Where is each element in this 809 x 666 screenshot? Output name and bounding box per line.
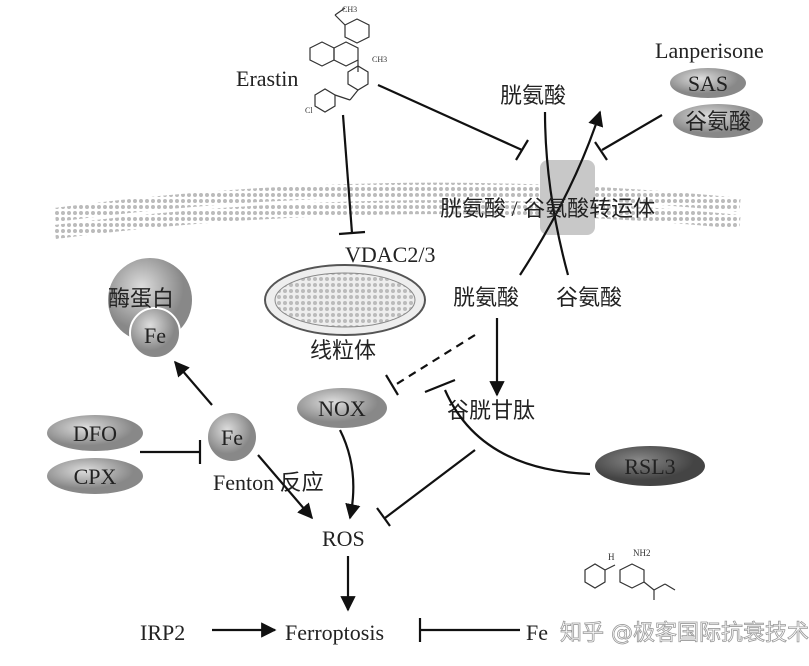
h-label: H <box>608 552 615 562</box>
transporter-label: 胱氨酸 / 谷氨酸转运体 <box>440 196 655 221</box>
fe-enzyme-label: Fe <box>144 323 166 348</box>
cystine-import-arrow <box>519 110 604 276</box>
fe-label: Fe <box>221 425 243 450</box>
glutamate-ellipse <box>673 104 763 138</box>
nox-label: NOX <box>318 396 366 421</box>
ferrostatin-structure: H NH2 <box>584 548 676 600</box>
cl-label: Cl <box>305 106 313 115</box>
fenton-label: Fenton 反应 <box>213 470 324 495</box>
mitochondria-dashed-inhibition <box>394 334 476 386</box>
inhibition-bar <box>515 139 529 161</box>
erastin-structure: CH3 CH3 Cl <box>305 5 387 115</box>
glutamate-export-line <box>543 111 570 276</box>
ferroptosis-label: Ferroptosis <box>285 620 384 645</box>
mitochondria-label: 线粒体 <box>310 338 376 363</box>
lanperisone-label: Lanperisone <box>655 38 764 63</box>
watermark: 知乎 @极客国际抗衰技术 <box>560 621 809 646</box>
erastin-inhibits-transporter <box>377 83 523 152</box>
glutathione-label: 谷胱甘肽 <box>447 398 535 423</box>
vdac-label: VDAC2/3 <box>345 242 435 267</box>
cpx-label: CPX <box>74 464 117 489</box>
inhibition-bar <box>424 378 456 394</box>
cystine-top-label: 胱氨酸 <box>500 83 566 108</box>
glutamate-top-label: 谷氨酸 <box>685 109 751 134</box>
sas-label: SAS <box>688 71 728 96</box>
ferrostatin-label: Fe <box>526 620 548 645</box>
inhibition-bar <box>385 374 399 396</box>
ch3-label: CH3 <box>372 55 387 64</box>
erastin-label: Erastin <box>236 66 298 91</box>
fe-to-ros-arrow <box>257 454 314 520</box>
cystine-in-label: 胱氨酸 <box>453 285 519 310</box>
rsl3-inhibition-curve <box>443 389 591 476</box>
dfo-label: DFO <box>73 421 117 446</box>
drugs-inhibit-transporter <box>601 114 663 151</box>
nox-ellipse <box>297 388 387 428</box>
fe-to-enzyme-arrow <box>173 360 213 406</box>
inhibition-bar <box>376 507 391 527</box>
cpx-ellipse <box>47 458 143 494</box>
gsh-inhibits-ros <box>384 449 476 519</box>
inhibition-bar <box>594 141 608 161</box>
enzyme-protein-icon <box>108 258 192 359</box>
dfo-ellipse <box>47 415 143 451</box>
nh2-label: NH2 <box>633 548 651 558</box>
fe-circle <box>208 413 256 461</box>
nox-to-ros-arrow <box>339 429 361 520</box>
sas-ellipse <box>670 68 746 98</box>
rsl3-label: RSL3 <box>624 454 675 479</box>
glutamate-in-label: 谷氨酸 <box>556 285 622 310</box>
rsl3-ellipse <box>595 446 705 486</box>
mitochondrion-icon <box>264 264 426 336</box>
erastin-inhibits-vdac <box>341 114 354 234</box>
inhibition-bar <box>338 230 366 236</box>
ch3-label: CH3 <box>342 5 357 14</box>
cell-membrane <box>54 182 741 239</box>
enzyme-protein-label: 酶蛋白 <box>108 286 174 311</box>
irp2-label: IRP2 <box>140 620 185 645</box>
ros-label: ROS <box>322 526 365 551</box>
